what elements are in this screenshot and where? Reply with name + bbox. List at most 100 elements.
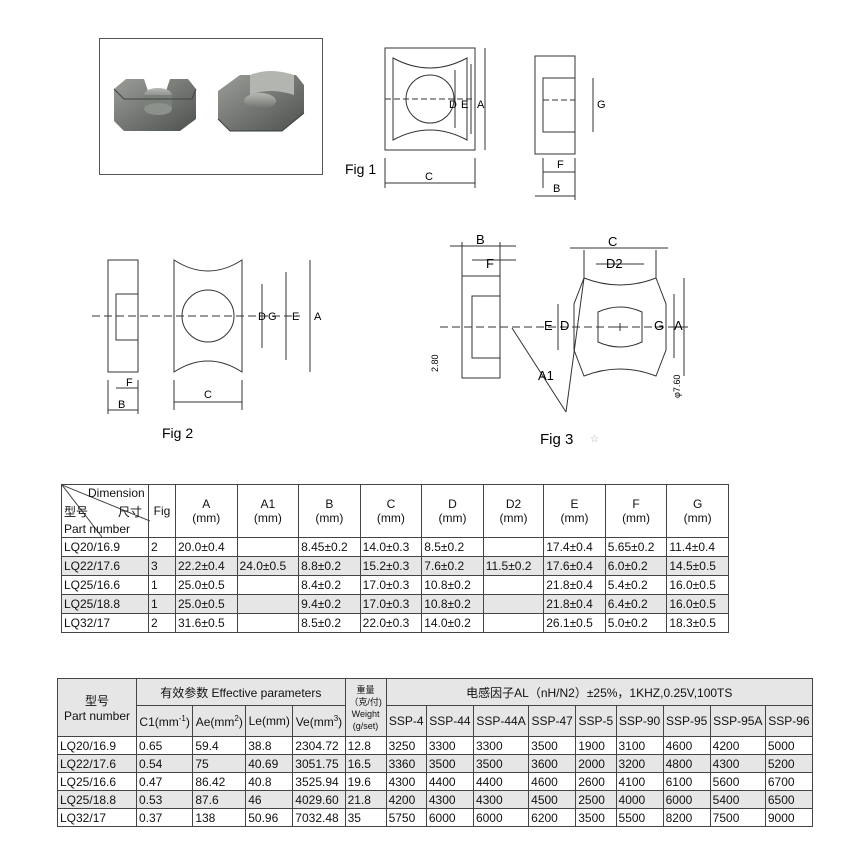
fig3-dim-a1: A1 xyxy=(538,368,554,383)
fig3-dim-e: E xyxy=(544,318,553,333)
cell-al-value: 3300 xyxy=(425,736,474,755)
fig1-dim-f: F xyxy=(557,159,564,171)
part-number-header: 型号 Part number xyxy=(57,678,137,737)
cell-ve: 3051.75 xyxy=(292,754,346,773)
al-header: 电感因子AL（nH/N2）±25%，1KHZ,0.25V,100TS xyxy=(385,678,814,706)
cell-ae: 87.6 xyxy=(192,790,247,809)
cell-al-value: 5600 xyxy=(709,772,766,791)
cell-g: 11.4±0.4 xyxy=(666,537,729,557)
fig3-dim-phi: φ7.60 xyxy=(672,375,682,398)
fig1-dim-g: G xyxy=(597,99,606,111)
fig1-drawing: A E D C G F B Fig 1 xyxy=(345,47,606,200)
fig-header: Fig xyxy=(148,484,176,538)
table-row: LQ32/17 2 31.6±0.5 8.5±0.2 22.0±0.3 14.0… xyxy=(61,613,729,633)
cell-c: 17.0±0.3 xyxy=(359,575,423,595)
cell-al-value: 2600 xyxy=(575,772,617,791)
cell-ae: 75 xyxy=(192,754,247,773)
cell-al-value: 4300 xyxy=(709,754,766,773)
cell-al-value: 4200 xyxy=(709,736,766,755)
col-g-unit: (mm) xyxy=(683,511,712,525)
fig3-drawing: B F C D2 E D G A A1 2.80 φ7.60 Fig 3 ☆ xyxy=(430,232,690,448)
ve-header: Ve(mm3) xyxy=(292,705,346,737)
fig2-dim-g: G xyxy=(268,311,277,323)
cell-le: 38.8 xyxy=(245,736,294,755)
fig2-drawing: D G E A C F B Fig 2 xyxy=(92,259,322,441)
material-header: SSP-4 xyxy=(385,705,427,737)
ferrite-core-image xyxy=(113,71,305,132)
cell-a1 xyxy=(236,575,300,595)
c1-header: C1(mm-1) xyxy=(135,705,194,737)
ve-sup: 3 xyxy=(333,713,339,723)
c1-sup: -1 xyxy=(178,713,186,723)
col-header-g: G(mm) xyxy=(666,484,729,538)
col-header-f: F(mm) xyxy=(604,484,668,538)
fig3-label: Fig 3 xyxy=(540,431,573,448)
cell-b: 8.4±0.2 xyxy=(298,575,361,595)
ae-text: Ae(mm xyxy=(195,714,235,729)
cell-a1: 24.0±0.5 xyxy=(236,556,300,576)
col-b-unit: (mm) xyxy=(315,511,344,525)
cell-le: 50.96 xyxy=(245,808,294,827)
cell-le: 46 xyxy=(245,790,294,809)
fig2-dim-d: D xyxy=(258,311,266,323)
col-a-unit: (mm) xyxy=(192,511,221,525)
col-f-unit: (mm) xyxy=(622,511,651,525)
col-header-d: D(mm) xyxy=(421,484,484,538)
ve-end: ) xyxy=(338,714,343,729)
fig3-dim-b: B xyxy=(476,232,485,247)
col-header-d2: D2(mm) xyxy=(482,484,545,538)
cell-al-value: 6700 xyxy=(764,772,814,791)
cell-al-value: 5500 xyxy=(615,808,664,827)
cell-a: 25.0±0.5 xyxy=(175,575,238,595)
model-cn-label: 型号 xyxy=(64,505,89,519)
col-header-c: C(mm) xyxy=(359,484,423,538)
fig2-dim-b: B xyxy=(118,399,125,411)
c1-end: ) xyxy=(185,714,190,729)
cell-al-value: 2000 xyxy=(575,754,617,773)
dimension-label: Dimension xyxy=(88,486,145,500)
fig3-dim-d2: D2 xyxy=(606,256,623,271)
cell-d2: 11.5±0.2 xyxy=(482,556,545,576)
ae-end: ) xyxy=(238,714,243,729)
size-cn-label: 尺寸 xyxy=(118,505,143,519)
col-c-name: C xyxy=(386,497,396,511)
table-row: LQ25/16.6 1 25.0±0.5 8.4±0.2 17.0±0.3 10… xyxy=(61,575,729,595)
cell-d: 7.6±0.2 xyxy=(421,556,484,576)
cell-al-value: 4300 xyxy=(385,772,427,791)
ve-text: Ve(mm xyxy=(295,714,334,729)
cell-al-value: 4400 xyxy=(472,772,530,791)
fig2-label: Fig 2 xyxy=(162,425,193,441)
cell-al-value: 4000 xyxy=(615,790,664,809)
cell-e: 21.8±0.4 xyxy=(543,594,606,614)
table-row: LQ22/17.6 3 22.2±0.4 24.0±0.5 8.8±0.2 15… xyxy=(61,556,729,576)
cell-part: LQ22/17.6 xyxy=(61,556,149,576)
fig3-dim-a: A xyxy=(674,318,683,333)
fig3-dim-g: G xyxy=(654,318,664,333)
cell-al-value: 4200 xyxy=(385,790,427,809)
cell-part: LQ22/17.6 xyxy=(57,754,137,773)
cell-a: 25.0±0.5 xyxy=(175,594,238,614)
cell-a: 20.0±0.4 xyxy=(175,537,238,557)
cell-e: 17.4±0.4 xyxy=(543,537,606,557)
fig3-dim-d: D xyxy=(560,318,569,333)
cell-a1 xyxy=(236,537,300,557)
cell-al-value: 5000 xyxy=(764,736,814,755)
col-header-b: B(mm) xyxy=(298,484,361,538)
fig2-dim-c: C xyxy=(204,389,212,401)
cell-a: 22.2±0.4 xyxy=(175,556,238,576)
cell-ae: 59.4 xyxy=(192,736,247,755)
fig1-dim-e: E xyxy=(461,99,468,111)
cell-al-value: 3250 xyxy=(385,736,427,755)
cell-ve: 7032.48 xyxy=(292,808,346,827)
cell-e: 17.6±0.4 xyxy=(543,556,606,576)
cell-a1 xyxy=(236,594,300,614)
dimension-table: Dimension 型号 尺寸 Part number Fig A(mm) A1… xyxy=(61,484,729,633)
cell-c: 14.0±0.3 xyxy=(359,537,423,557)
col-a1-name: A1 xyxy=(260,497,276,511)
material-header: SSP-96 xyxy=(764,705,814,737)
cell-a: 31.6±0.5 xyxy=(175,613,238,633)
table-row: LQ25/18.8 1 25.0±0.5 9.4±0.2 17.0±0.3 10… xyxy=(61,594,729,614)
fig3-dim-f: F xyxy=(486,256,494,271)
